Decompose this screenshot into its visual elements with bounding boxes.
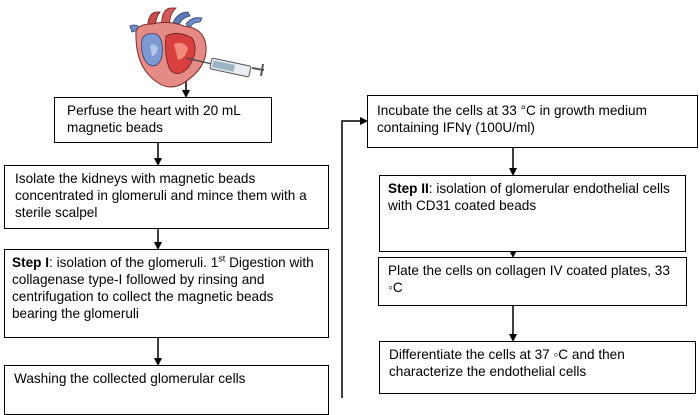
step-2-label: Step II [388,181,429,196]
isolate-kidneys-box: Isolate the kidneys with magnetic beads … [4,165,329,229]
step-1-box: Step I: isolation of the glomeruli. 1st … [4,249,329,338]
incubate-box: Incubate the cells at 33 °C in growth me… [367,95,698,148]
perfuse-heart-box: Perfuse the heart with 20 mL magnetic be… [54,97,272,143]
perfuse-heart-text: Perfuse the heart with 20 mL magnetic be… [67,103,241,135]
step-1-label: Step I [12,255,50,270]
washing-box: Washing the collected glomerular cells [4,365,329,415]
step-1-superscript: st [218,253,226,264]
step-2-text: : isolation of glomerular endothelial ce… [388,181,670,213]
plate-cells-text: Plate the cells on collagen IV coated pl… [388,263,670,295]
differentiate-text: Differentiate the cells at 37 ◦C and the… [389,347,625,379]
step-1-text-a: : isolation of the glomeruli. 1 [49,255,219,270]
plate-cells-box: Plate the cells on collagen IV coated pl… [378,257,687,306]
incubate-text: Incubate the cells at 33 °C in growth me… [377,103,647,135]
heart-with-syringe-icon [129,7,265,88]
step-2-box: Step II: isolation of glomerular endothe… [379,175,686,252]
step-1-text-b: Digestion with collagenase type-I follow… [12,255,314,321]
arrow-washing-to-incubate [341,117,368,398]
isolate-kidneys-text: Isolate the kidneys with magnetic beads … [15,171,307,220]
washing-text: Washing the collected glomerular cells [14,371,246,386]
differentiate-box: Differentiate the cells at 37 ◦C and the… [379,341,696,394]
